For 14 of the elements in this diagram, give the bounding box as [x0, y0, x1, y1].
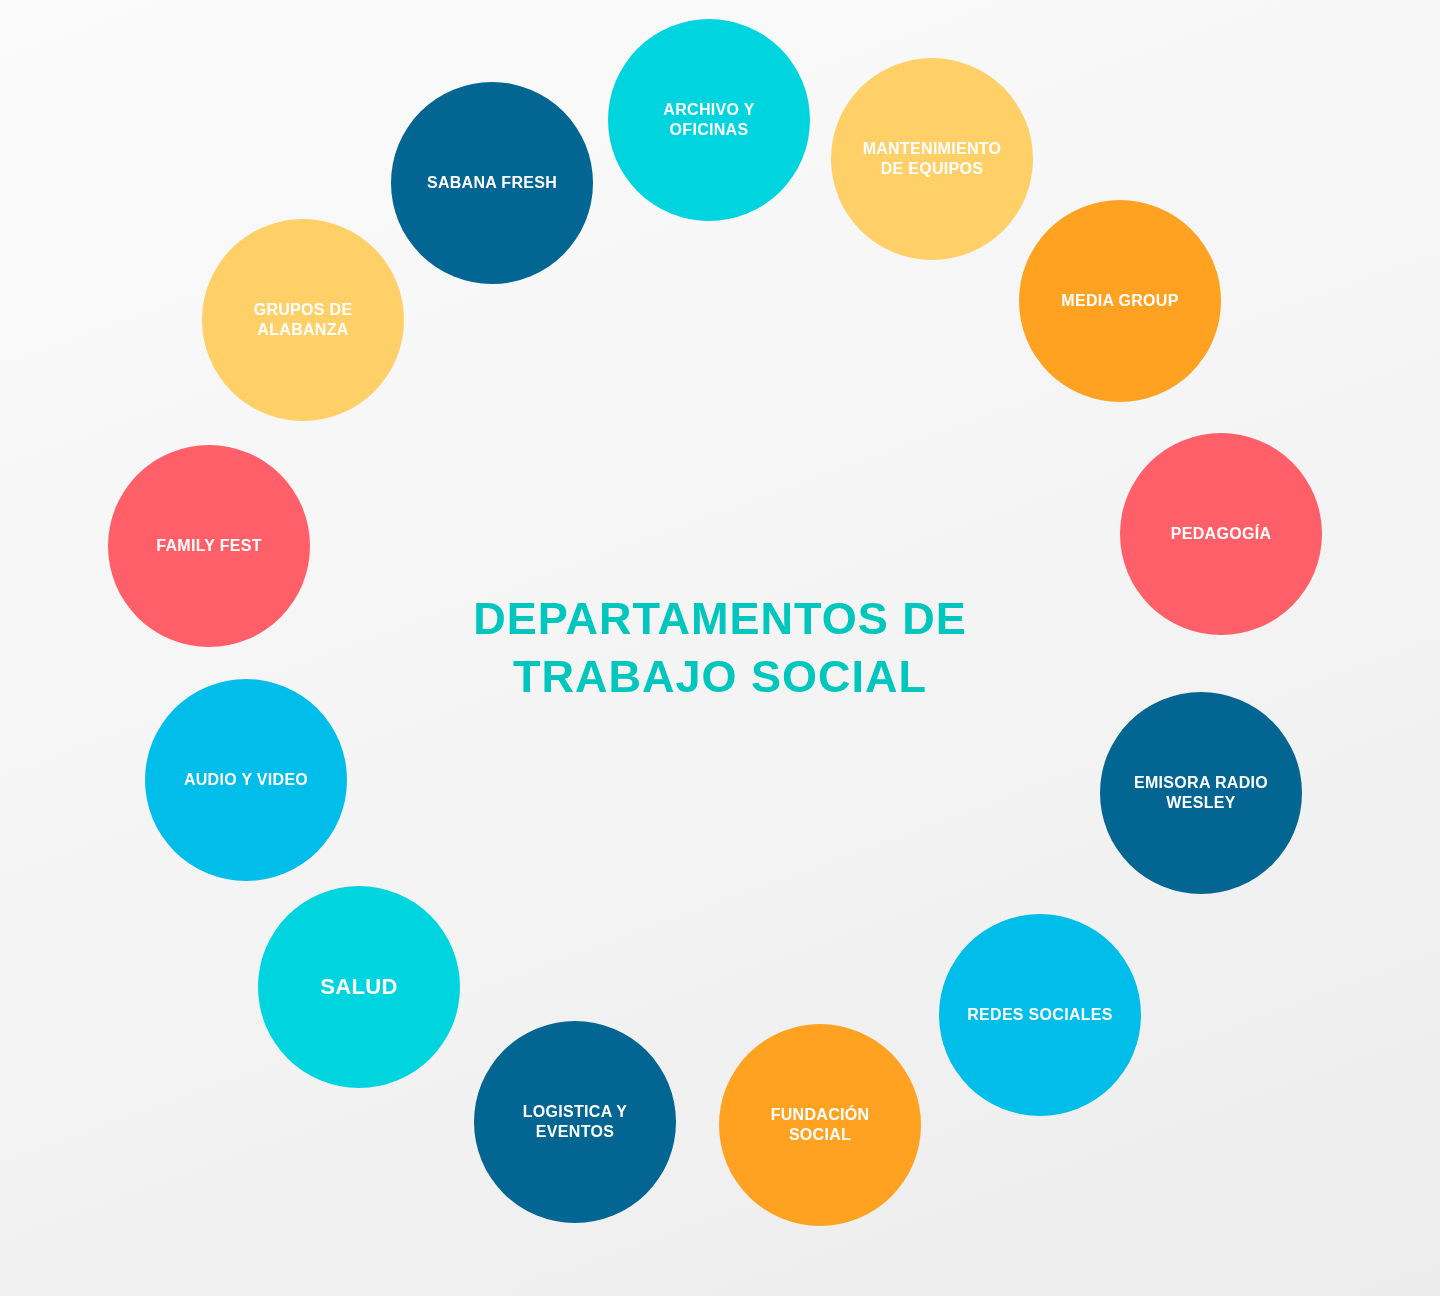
department-name: AUDIO Y VIDEO — [183, 770, 309, 790]
department-name: REDES SOCIALES — [967, 1005, 1113, 1025]
department-name: SABANA FRESH — [426, 173, 558, 193]
department-name: GRUPOS DE ALABANZA — [252, 300, 354, 340]
department-name: FAMILY FEST — [156, 536, 262, 556]
department-name: EMISORA RADIO WESLEY — [1133, 773, 1269, 813]
department-name: PEDAGOGÍA — [1170, 524, 1272, 544]
department-name: SALUD — [320, 973, 398, 1001]
department-name: MEDIA GROUP — [1061, 291, 1179, 311]
department-name: MANTENIMIENTO DE EQUIPOS — [861, 139, 1003, 179]
department-name: FUNDACIÓN SOCIAL — [769, 1105, 871, 1145]
diagram-title: DEPARTAMENTOS DE TRABAJO SOCIAL — [472, 592, 968, 704]
department-name: ARCHIVO Y OFICINAS — [662, 100, 756, 140]
department-name: LOGISTICA Y EVENTOS — [521, 1102, 629, 1142]
